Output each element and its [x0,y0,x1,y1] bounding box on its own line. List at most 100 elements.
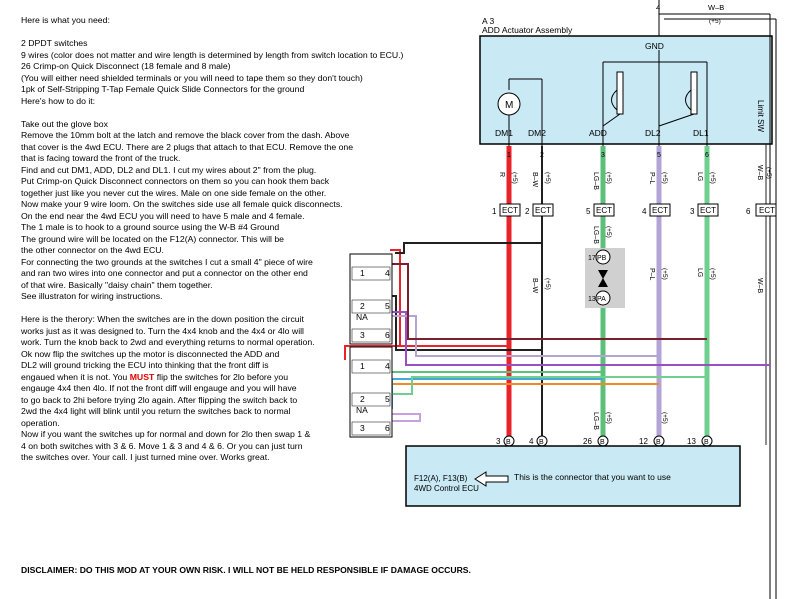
switch-terminal-label: 2 [360,394,365,404]
instruction-line: On the end near the 4wd ECU you will nee… [21,210,305,221]
ect-number: 4 [642,207,647,216]
svg-text:(+5): (+5) [605,412,612,424]
ect-connector [499,203,521,217]
switch-terminal-label: 5 [385,301,390,311]
switch-wire [392,311,770,366]
limit-switch-icon [602,50,708,146]
svg-text:LG–B: LG–B [592,412,599,430]
actuator-box [479,35,773,145]
instruction-line: to go back to 2hi before trying 2lo agai… [21,394,298,405]
instruction-line: Now make your 9 wire loom. On the switch… [21,199,343,209]
instruction-line: Here is what you need: [21,15,110,25]
svg-text:B: B [704,439,709,446]
pin-name: ADD [589,128,607,138]
instruction-line: that is facing toward the front of the t… [21,153,181,163]
wire-color-label: P–L [648,172,655,185]
svg-text:13: 13 [588,296,596,303]
instruction-line: Here's how to do it: [21,95,96,106]
instruction-line: Take out the glove box [21,118,108,129]
instruction-line: works just as it was designed to. Turn t… [21,325,304,336]
pin-name: DM2 [528,128,546,138]
ecu-pin-number: 26 [583,437,592,446]
ecu-name: 4WD Control ECU [414,484,479,493]
instruction-line: 2 DPDT switches [21,38,88,48]
instruction-line: operation. [21,417,60,428]
instruction-line: engauge 4x4 then 4lo. If not the front d… [21,383,297,393]
ecu-pin-number: 3 [496,437,501,446]
motor-icon: M [497,78,543,146]
switch-wire [383,315,659,357]
switch-terminal-label: NA [356,312,368,322]
switch-terminal-label: 1 [360,361,365,371]
pin-number: 2 [540,152,544,159]
instruction-line: that cover is the 4wd ECU. There are 2 p… [21,141,354,152]
instruction-line: Find and cut DM1, ADD, DL2 and DL1. I cu… [21,164,317,175]
svg-text:PA: PA [597,296,606,303]
junction-connector: PB 17 PA 13 [585,248,625,308]
actuator-gnd-pin: 4 [656,3,660,12]
wire-voltage: (+5) [544,172,551,184]
wire-voltage: (+5) [709,172,716,184]
instruction-line: Ok now flip the switches up the motor is… [21,348,280,359]
switch-terminal-label: 2 [360,301,365,311]
svg-text:ECT: ECT [502,206,518,215]
ect-connector [593,203,615,217]
wire-voltage: (+5) [661,172,668,184]
wire-voltage: (+5) [511,172,518,184]
ect-connector [697,203,719,217]
svg-text:B: B [600,439,605,446]
switch-terminal-label: 6 [385,330,390,340]
extra-wb-column: W–B (+5) ECT 6 W–B [746,144,777,445]
switch-terminal-label: 5 [385,394,390,404]
must-emphasis: MUST [129,371,155,382]
actuator-name: ADD Actuator Assembly [482,25,573,35]
wire-color-label: B–W [531,172,538,188]
instruction-line: DL2 will ground tricking the ECU into th… [21,360,269,370]
switch-wire [344,345,400,360]
switch-terminal-label: 3 [360,423,365,433]
svg-text:B: B [539,439,544,446]
svg-text:6: 6 [746,207,751,216]
svg-text:LG–B: LG–B [592,226,599,244]
instruction-line: The ground wire will be located on the F… [21,233,285,244]
instruction-line: 4 on both switches with 3 & 6. Move 1 & … [21,440,303,451]
svg-text:ECT: ECT [759,206,775,215]
ect-number: 1 [492,207,497,216]
instruction-line: The 1 male is to hook to a ground source… [21,222,280,232]
ect-connector [649,203,671,217]
instruction-line: of that wire. Basically "daisy chain" th… [21,279,213,290]
switch-terminal-label: 4 [385,268,390,278]
svg-text:(+5): (+5) [709,18,721,25]
arrow-left-icon [474,471,509,487]
svg-text:ECT: ECT [596,206,612,215]
ecu-pin-number: 12 [639,437,648,446]
instruction-line: Put Crimp-on Quick Disconnect connectors… [21,176,330,186]
svg-text:B: B [656,439,661,446]
instruction-line: together just like you never cut the wir… [21,187,327,198]
switch-wire [392,376,707,395]
instruction-line: For connecting the two grounds at the sw… [21,256,313,267]
ecu-connectors: F12(A), F13(B) [414,474,468,483]
instruction-line: 1pk of Self-Stripping T-Tap Female Quick… [21,84,305,94]
svg-text:(+5): (+5) [765,167,772,179]
ecu-pin-number: 13 [687,437,696,446]
instruction-line: the other connector on the 4wd ECU. [21,245,164,255]
switch-terminal-label: 1 [360,268,365,278]
pin-number: 5 [657,152,661,159]
instruction-line: 2wd the 4x4 light will blink until you r… [21,406,291,416]
switch-terminal-label: 6 [385,423,390,433]
ect-number: 3 [690,207,695,216]
instruction-line: See illustraton for wiring instructions. [21,291,163,301]
svg-text:B–W: B–W [531,278,538,294]
wire-color-label: LG–B [592,172,599,190]
instruction-line: 26 Crimp-on Quick Disconnect (18 female … [21,61,231,71]
svg-text:LG: LG [696,268,703,277]
svg-text:(+5): (+5) [605,226,612,238]
switch-terminal-label: NA [356,405,368,415]
ect-connector [532,203,554,217]
ect-number: 2 [525,207,530,216]
